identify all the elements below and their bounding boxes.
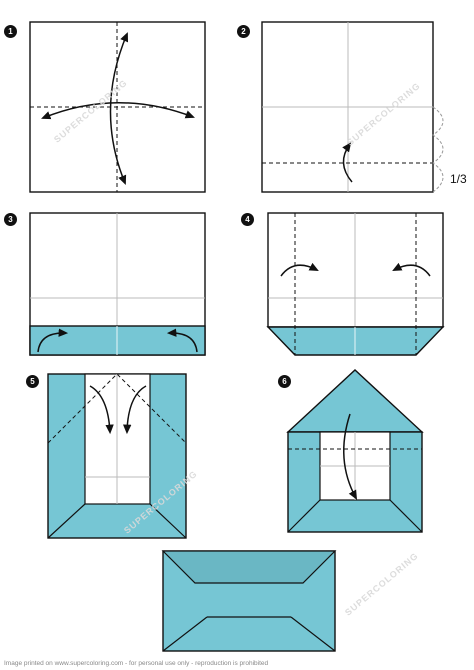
step-4-diagram — [266, 212, 445, 356]
thirds-marker — [432, 106, 444, 193]
fold-arrow-right — [392, 262, 431, 277]
fold-arrow-left — [280, 262, 319, 277]
fold-arrow-vertical — [109, 32, 129, 185]
step-number-4: 4 — [241, 213, 254, 226]
final-envelope — [161, 550, 337, 652]
step-number-1: 1 — [4, 25, 17, 38]
fold-down-arrow — [343, 413, 358, 500]
fold-arrow-left — [37, 328, 69, 353]
footer-note: Image printed on www.supercoloring.com -… — [4, 660, 269, 667]
step-3-diagram — [29, 212, 206, 356]
step-1-diagram — [29, 21, 206, 193]
fold-up-arrow — [342, 142, 353, 183]
step-6-diagram — [286, 369, 424, 533]
step-2-diagram — [261, 21, 444, 193]
fold-arrow-right — [166, 328, 198, 353]
step-number-3: 3 — [4, 213, 17, 226]
step-number-6: 6 — [278, 375, 291, 388]
step-number-5: 5 — [26, 375, 39, 388]
fold-arrow-horizontal — [41, 102, 195, 120]
fraction-label: 1/3 — [450, 172, 467, 186]
envelope-flap — [161, 550, 337, 584]
step-5-diagram — [47, 373, 187, 539]
step-number-2: 2 — [237, 25, 250, 38]
fold-arrow-right — [123, 385, 147, 435]
fold-arrow-left — [89, 385, 114, 435]
